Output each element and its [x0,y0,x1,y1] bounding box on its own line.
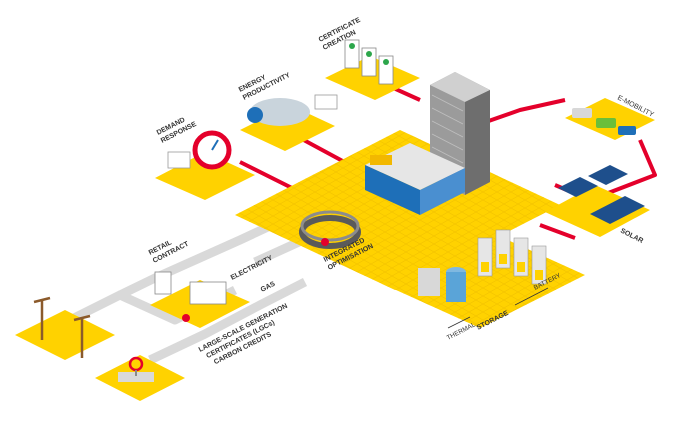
label-energy-productivity: ENERGY PRODUCTIVITY [238,72,292,102]
energy-machine [247,94,338,126]
label-solar-text: SOLAR [619,228,644,245]
label-electricity-text: ELECTRICITY [230,255,274,282]
solar-panels [558,165,645,224]
control-ring [299,210,361,249]
factory-building [365,143,465,215]
energy-productivity-platform [240,105,335,151]
certificate-boards [344,39,394,85]
label-solar: SOLAR [619,228,644,245]
label-gas: GAS [260,281,277,294]
thermal-storage [418,267,466,302]
label-thermal-text: THERMAL [446,321,477,342]
label-electricity: ELECTRICITY [230,255,274,282]
power-pole [33,296,91,358]
power-pole-platform [15,310,115,360]
storage-batteries [477,229,547,285]
label-retail-contract: RETAIL CONTRACT [148,239,191,265]
gas-valve [118,356,154,382]
storage-bracket [447,287,549,329]
demand-response-platform [155,152,255,200]
e-mobility-vehicles [572,108,636,135]
retail-control-desk [154,271,227,322]
demand-response-dial [167,130,232,170]
label-thermal: THERMAL [446,321,477,342]
label-demand-response: DEMAND RESPONSE [156,117,198,145]
label-gas-text: GAS [260,281,277,294]
